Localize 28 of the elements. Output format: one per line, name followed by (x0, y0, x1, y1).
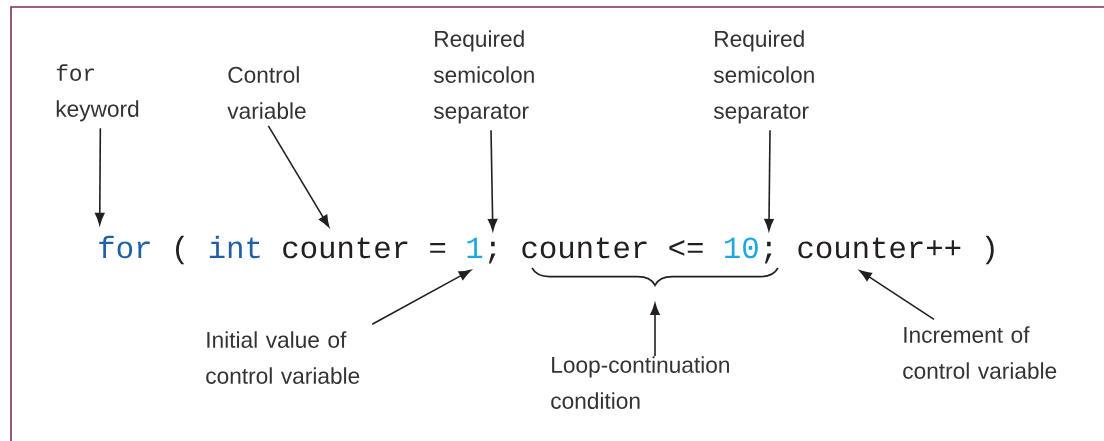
code-token: 10 (725, 237, 758, 259)
code-token: counter (283, 237, 408, 259)
code-token: ( (176, 235, 185, 265)
arrow (95, 127, 105, 225)
callout-text: Loop-continuation condition (551, 356, 729, 409)
code-token: ; (764, 241, 772, 264)
code-token: for (99, 235, 150, 259)
callout-text: Required semicolon separator (433, 30, 534, 124)
code-token: counter (522, 237, 647, 259)
curly-brace (531, 267, 779, 287)
callout-text: Control variable (227, 66, 306, 119)
arrow (487, 129, 498, 231)
code-token: ) (985, 235, 994, 265)
arrow (267, 125, 330, 228)
callout-text: for keyword (56, 64, 139, 122)
code-token: <= (669, 240, 703, 256)
callout-text: Increment of control variable (903, 326, 1057, 379)
arrow (650, 303, 660, 357)
callout-text: Required semicolon separator (713, 30, 814, 124)
code-token: 1 (467, 237, 483, 258)
arrow (764, 129, 774, 231)
arrow (371, 269, 471, 326)
code-token: int (209, 235, 260, 259)
arrow (859, 270, 935, 321)
code-token: counter++ (798, 237, 961, 259)
code-token: ; (488, 241, 496, 264)
code-token: = (430, 242, 446, 253)
callout-text: Initial value of control variable (206, 331, 360, 384)
